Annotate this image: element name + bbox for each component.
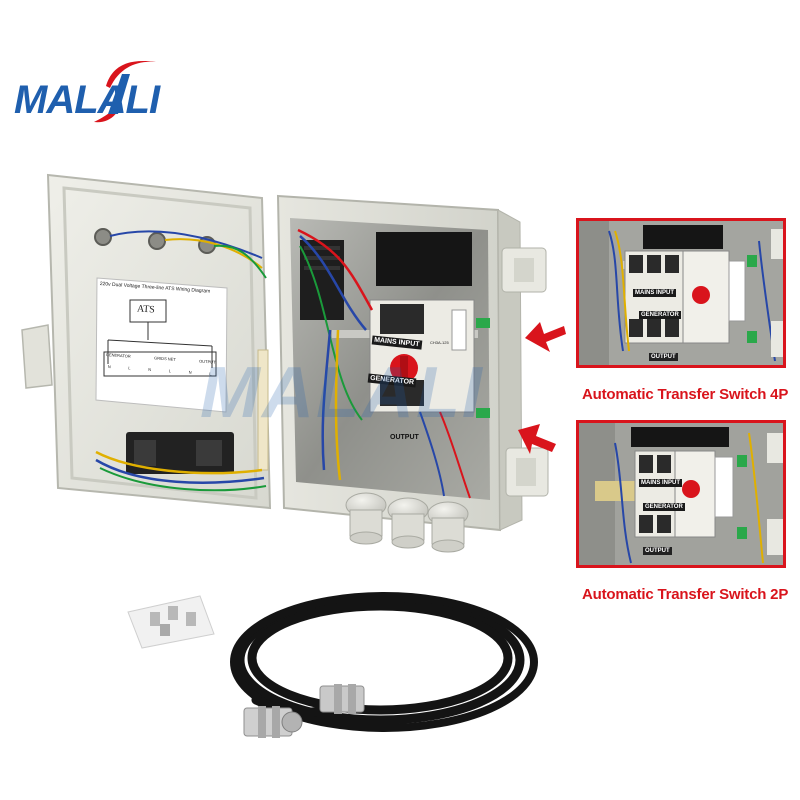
terminal-label: N <box>107 364 111 370</box>
terminal-label: L <box>128 365 131 371</box>
main-output-label: OUTPUT <box>390 434 419 441</box>
inset-photo-2p: MAINS INPUT GENERATOR OUTPUT <box>576 420 786 568</box>
inset-2p-mains-input-label: MAINS INPUT <box>639 479 682 487</box>
inset-caption-2p: Automatic Transfer Switch 2P <box>582 586 789 603</box>
connector-pack <box>127 595 215 649</box>
wiring-diagram-ats-label: ATS <box>136 303 156 316</box>
pointer-arrow-icon <box>518 322 566 454</box>
aviation-plug <box>243 684 365 738</box>
enclosure-body <box>276 194 549 553</box>
inset-caption-4p: Automatic Transfer Switch 4P <box>582 386 789 403</box>
terminal-label: N <box>188 369 192 375</box>
inset-4p-output-label: OUTPUT <box>649 353 678 361</box>
inset-2p-output-label: OUTPUT <box>643 547 672 555</box>
inset-4p-generator-label: GENERATOR <box>639 311 681 319</box>
inset-photo-4p: MAINS INPUT GENERATOR OUTPUT <box>576 218 786 368</box>
terminal-label: L <box>168 368 172 374</box>
terminal-label: N <box>148 366 152 373</box>
main-model-label: CH3A-125 <box>430 340 449 345</box>
wiring-diagram-sheet <box>95 277 228 413</box>
logo-swoosh-icon <box>94 61 156 123</box>
inset-2p-generator-label: GENERATOR <box>643 503 685 511</box>
ats-2p-closeup <box>579 423 783 565</box>
brand-logo: MALALI <box>10 52 210 132</box>
brand-watermark: MALALI <box>200 353 484 433</box>
brand-name: MALALI <box>14 78 160 122</box>
inset-4p-mains-input-label: MAINS INPUT <box>633 289 676 297</box>
ats-4p-closeup <box>579 221 783 365</box>
